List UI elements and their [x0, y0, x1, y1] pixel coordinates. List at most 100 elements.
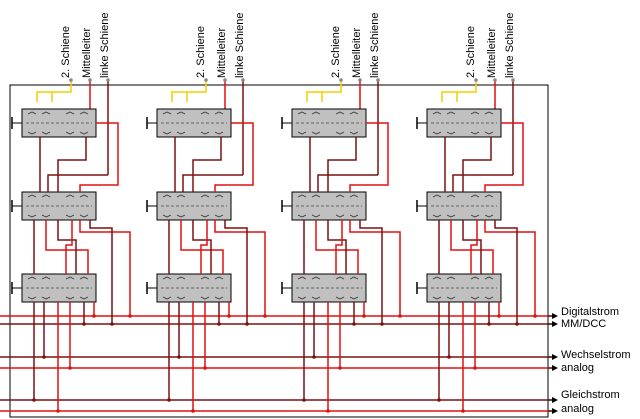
relay-contact [311, 296, 321, 300]
relay-contact [311, 111, 321, 115]
contact-dot-icon [515, 322, 519, 326]
relay-contact [214, 276, 224, 280]
wire-yellow [36, 80, 72, 102]
rail-label-left: linke Schiene [234, 13, 246, 78]
contact-dot-icon [326, 409, 330, 413]
wire [462, 137, 492, 192]
contact-dot-icon [312, 355, 316, 359]
wire [192, 220, 212, 274]
relay-contact [41, 296, 51, 300]
contact-dot-icon [32, 398, 36, 402]
relay-contact [484, 296, 494, 300]
relay-switch-icon [416, 108, 502, 138]
rail-label-left: linke Schiene [99, 13, 111, 78]
relay-switch-icon [416, 273, 502, 303]
contact-dot-icon [263, 314, 267, 318]
relay-contact [79, 296, 89, 300]
relay-contact [27, 111, 37, 115]
relay-contact [335, 111, 345, 115]
relay-contact [200, 131, 210, 135]
relay-contact [297, 296, 307, 300]
contact-dot-icon [376, 78, 380, 82]
relay-contact [65, 296, 75, 300]
bus-label-ac-2: analog [561, 362, 594, 374]
relay-switch-icon [11, 191, 97, 221]
contact-dot-icon [217, 322, 221, 326]
wire [335, 220, 343, 274]
relay-switch-icon [281, 191, 367, 221]
relay-contact [297, 194, 307, 198]
relay-contact [200, 194, 210, 198]
wire [89, 220, 113, 324]
relay-switch-icon [281, 108, 367, 138]
wire [47, 174, 108, 192]
contact-dot-icon [473, 366, 477, 370]
relay-contact [349, 276, 359, 280]
relay-contact [65, 194, 75, 198]
relay-contact [470, 194, 480, 198]
bus-label-digital-2: MM/DCC [561, 318, 606, 330]
power-buses [0, 315, 556, 412]
wire [214, 122, 254, 192]
wire [484, 220, 536, 316]
contact-dot-icon [167, 398, 171, 402]
contact-dot-icon [493, 78, 497, 82]
contact-dot-icon [362, 314, 366, 318]
relay-contact [432, 131, 442, 135]
relay-switch-icon [416, 191, 502, 221]
contact-dot-icon [177, 355, 181, 359]
wire-yellow [171, 80, 207, 102]
contact-dot-icon [56, 409, 60, 413]
contact-dot-icon [398, 314, 402, 318]
wire [65, 220, 73, 274]
relay-contact [27, 214, 37, 218]
wire [452, 174, 513, 192]
relay-contact [335, 131, 345, 135]
contact-dot-icon [227, 314, 231, 318]
relay-switch-icon [146, 273, 232, 303]
rail-label-middle: Mittelleiter [81, 28, 93, 78]
bus-label-dc-1: Gleichstrom [561, 389, 620, 401]
relay-contact [432, 276, 442, 280]
wire [224, 220, 248, 324]
contact-dot-icon [461, 409, 465, 413]
relay-contact [27, 296, 37, 300]
wire [470, 220, 478, 274]
relay-contact [470, 276, 480, 280]
rail-label-middle: Mittelleiter [486, 28, 498, 78]
relay-contact [41, 111, 51, 115]
relay-contact [27, 276, 37, 280]
wire [79, 220, 131, 316]
bus-label-ac-1: Wechselstrom [561, 349, 630, 361]
relay-contact [200, 296, 210, 300]
contact-dot-icon [245, 322, 249, 326]
relay-switch-icon [11, 108, 97, 138]
relay-contact [470, 131, 480, 135]
relay-contact [162, 194, 172, 198]
wire [349, 220, 401, 316]
relay-contact [214, 194, 224, 198]
enclosure-frame [9, 84, 549, 418]
relay-contact [349, 214, 359, 218]
relay-contact [335, 276, 345, 280]
relay-contact [200, 111, 210, 115]
relay-contact [176, 296, 186, 300]
wire [315, 220, 359, 274]
relay-contact [162, 131, 172, 135]
wire [79, 122, 119, 192]
wire [182, 174, 243, 192]
relay-contact [446, 276, 456, 280]
relay-contact [484, 276, 494, 280]
relay-contact [41, 276, 51, 280]
relay-contact [162, 296, 172, 300]
contact-dot-icon [223, 78, 227, 82]
relay-contact [79, 194, 89, 198]
wire [317, 174, 378, 192]
contact-dot-icon [487, 322, 491, 326]
contact-dot-icon [380, 322, 384, 326]
relay-contact [311, 276, 321, 280]
rail-label-middle: Mittelleiter [216, 28, 228, 78]
relay-contact [335, 194, 345, 198]
